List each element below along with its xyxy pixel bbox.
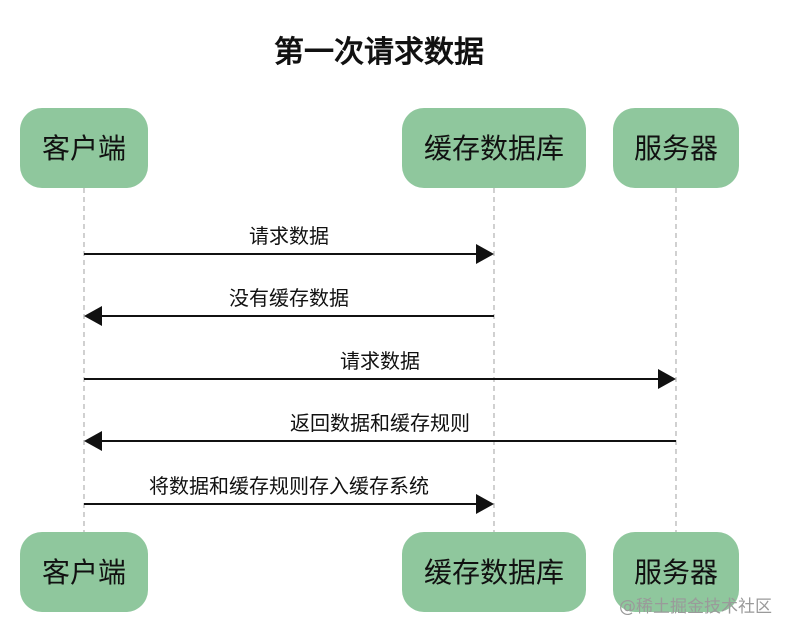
message-2: 没有缓存数据 bbox=[84, 286, 494, 326]
message-label: 请求数据 bbox=[340, 349, 420, 373]
participant-box bbox=[402, 108, 586, 188]
participant-box bbox=[20, 108, 148, 188]
message-3: 请求数据 bbox=[84, 349, 676, 389]
participant-server-top: 服务器 bbox=[613, 108, 739, 188]
participant-client-bottom: 客户端 bbox=[20, 532, 148, 612]
participant-client-top: 客户端 bbox=[20, 108, 148, 188]
participant-server-bottom: 服务器 bbox=[613, 532, 739, 612]
participant-cache-bottom: 缓存数据库 bbox=[402, 532, 586, 612]
participant-label: 客户端 bbox=[42, 556, 126, 589]
participant-label: 缓存数据库 bbox=[424, 132, 564, 165]
arrowhead-left-icon bbox=[84, 306, 102, 326]
participant-box bbox=[613, 532, 739, 612]
watermark: @稀土掘金技术社区 bbox=[619, 597, 772, 617]
message-1: 请求数据 bbox=[84, 224, 494, 264]
participant-label: 服务器 bbox=[634, 132, 718, 165]
arrowhead-left-icon bbox=[84, 431, 102, 451]
arrowhead-right-icon bbox=[476, 244, 494, 264]
participant-box bbox=[20, 532, 148, 612]
message-label: 将数据和缓存规则存入缓存系统 bbox=[149, 474, 429, 498]
participant-label: 缓存数据库 bbox=[424, 556, 564, 589]
diagram-title: 第一次请求数据 bbox=[274, 35, 484, 70]
participant-box bbox=[402, 532, 586, 612]
arrowhead-right-icon bbox=[658, 369, 676, 389]
message-5: 将数据和缓存规则存入缓存系统 bbox=[84, 474, 494, 514]
message-4: 返回数据和缓存规则 bbox=[84, 411, 676, 451]
participant-cache-top: 缓存数据库 bbox=[402, 108, 586, 188]
participant-box bbox=[613, 108, 739, 188]
message-label: 请求数据 bbox=[249, 224, 329, 248]
participant-label: 服务器 bbox=[634, 556, 718, 589]
message-label: 返回数据和缓存规则 bbox=[290, 411, 470, 435]
participant-label: 客户端 bbox=[42, 132, 126, 165]
arrowhead-right-icon bbox=[476, 494, 494, 514]
message-label: 没有缓存数据 bbox=[229, 286, 349, 310]
